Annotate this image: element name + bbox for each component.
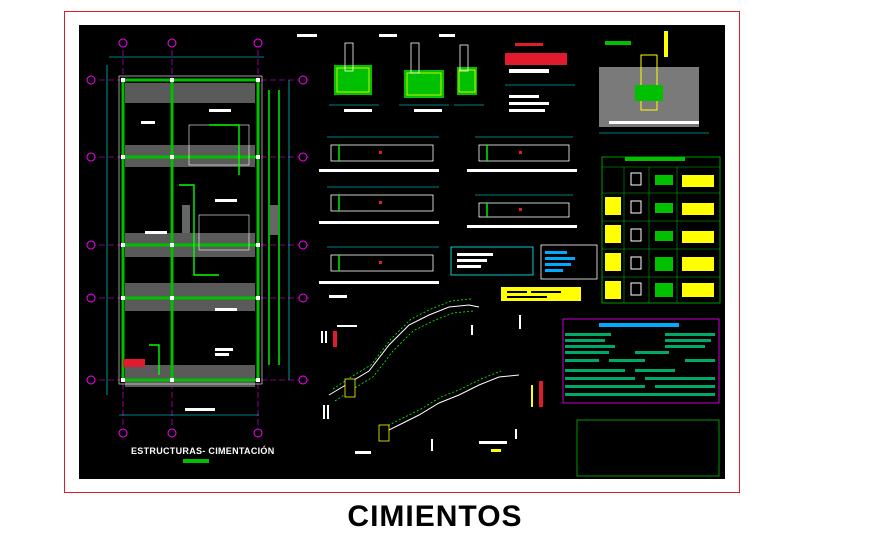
interior-walls	[149, 90, 280, 375]
page-caption: CIMIENTOS	[347, 500, 523, 533]
plan-scale-bar	[183, 459, 209, 463]
wall-footing-detail	[505, 31, 709, 134]
cad-drawing-area: ESTRUCTURAS- CIMENTACIÓN	[79, 25, 725, 479]
column-schedule-table	[601, 156, 721, 304]
red-note-box	[123, 359, 145, 367]
footing-sections	[297, 34, 484, 112]
perimeter-foundation	[121, 78, 260, 382]
wall-outline	[118, 75, 263, 385]
hatched-footings	[125, 83, 255, 387]
drawing-sheet-frame: ESTRUCTURAS- CIMENTACIÓN	[64, 11, 740, 493]
foundation-plan	[86, 38, 309, 438]
plan-note-bar	[185, 408, 215, 411]
note-boxes	[450, 244, 598, 301]
plan-title: ESTRUCTURAS- CIMENTACIÓN	[131, 446, 275, 456]
stair-marks	[182, 205, 278, 235]
general-notes-block	[562, 318, 720, 477]
room-labels	[141, 109, 237, 356]
cad-foundation-drawing	[86, 31, 721, 477]
beam-elevations	[319, 136, 577, 298]
stair-sections	[321, 298, 543, 454]
axis-bubbles	[86, 38, 308, 438]
plan-dimensions	[106, 56, 290, 416]
columns	[121, 78, 260, 382]
